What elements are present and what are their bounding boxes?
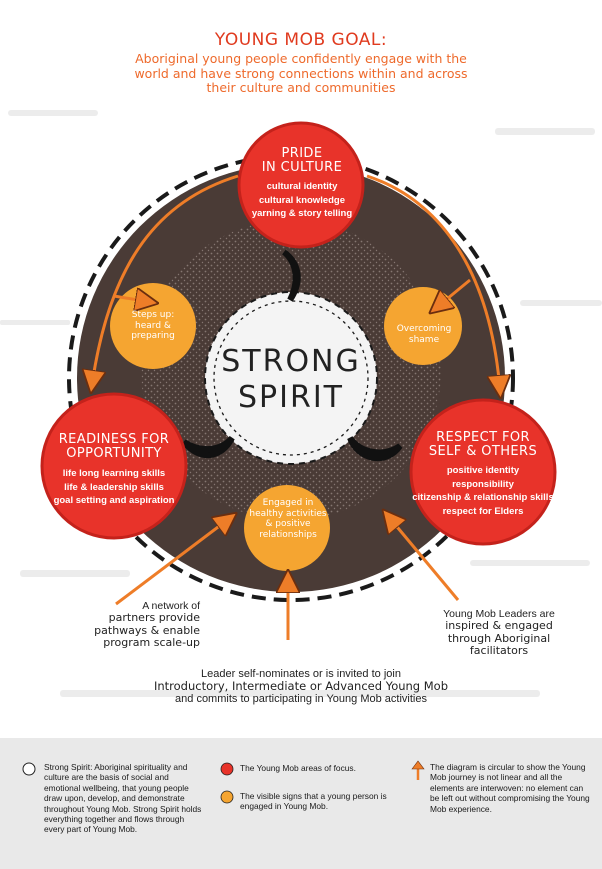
respect-item: positive identity xyxy=(446,465,520,476)
respect-item: responsibility xyxy=(452,478,514,490)
partners-note-line4: program scale-up xyxy=(103,636,200,649)
leaders-note: Young Mob Leaders are inspired & engaged… xyxy=(424,608,574,658)
pride-title1: PRIDE xyxy=(281,146,323,161)
orange-circle-legend-icon xyxy=(220,790,234,804)
legend-signs: The visible signs that a young person is… xyxy=(240,791,387,812)
pride-in-culture: PRIDE IN CULTURE cultural identity cultu… xyxy=(246,147,358,221)
arrow-partners xyxy=(115,518,230,606)
bottom-note-line1: Leader self-nominates or is invited to j… xyxy=(201,668,401,680)
pride-item: yarning & story telling xyxy=(251,208,353,219)
crescent-top xyxy=(281,249,301,302)
pride-title2: IN CULTURE xyxy=(261,160,343,175)
pride-circle xyxy=(237,121,365,249)
respect-item: respect for Elders xyxy=(442,505,524,517)
goal-subtitle: Aboriginal young people confidently enga… xyxy=(134,51,468,95)
engaged-line: relationships xyxy=(259,529,317,540)
partners-note-line1: A network of xyxy=(142,600,200,612)
engaged-line: healthy activities xyxy=(249,508,327,519)
leaders-note-line2: inspired & engaged xyxy=(445,619,553,632)
overcoming-shame-sign: Overcoming shame xyxy=(390,324,458,345)
brush-strokes xyxy=(0,110,602,697)
goal-title: YOUNG MOB GOAL: xyxy=(214,30,388,50)
red-circle-legend-icon xyxy=(220,762,234,776)
arrow-to-overcoming xyxy=(436,278,471,308)
legend-panel: Strong Spirit: Aboriginal spirituality a… xyxy=(0,738,602,869)
crescent-left xyxy=(181,435,235,459)
legend-focus: The Young Mob areas of focus. xyxy=(240,763,356,773)
engaged-line: Engaged in xyxy=(262,498,314,508)
strong-spirit-line1: STRONG xyxy=(221,344,361,379)
steps-up-line: heard & xyxy=(135,320,171,331)
engaged-circle xyxy=(244,485,330,571)
leaders-note-line3: through Aboriginal xyxy=(447,631,551,645)
respect-title1: RESPECT FOR xyxy=(436,430,530,445)
readiness-item: goal setting and aspiration xyxy=(53,495,175,506)
bottom-note-line3: and commits to participating in Young Mo… xyxy=(175,692,427,705)
readiness-title2: OPPORTUNITY xyxy=(66,446,162,461)
overcoming-line: shame xyxy=(408,334,440,345)
respect-for-self-others: RESPECT FOR SELF & OTHERS positive ident… xyxy=(408,431,558,518)
steps-up-circle xyxy=(110,283,196,369)
bottom-note: Leader self-nominates or is invited to j… xyxy=(100,668,502,705)
strong-spirit-inner-dash xyxy=(213,300,369,456)
arrows xyxy=(92,174,500,640)
partners-note-line3: pathways & enable xyxy=(94,623,200,637)
leaders-note-line4: facilitators xyxy=(469,644,529,657)
strong-spirit-line2: SPIRIT xyxy=(238,380,344,415)
respect-item: citizenship & relationship skills xyxy=(412,492,554,503)
arrow-pride-to-readiness xyxy=(92,174,239,385)
readiness-item: life & leadership skills xyxy=(64,481,164,493)
readiness-for-opportunity: READINESS FOR OPPORTUNITY life long lear… xyxy=(44,433,184,508)
pride-item: cultural knowledge xyxy=(258,194,346,206)
steps-up-line: preparing xyxy=(131,331,175,341)
readiness-title1: READINESS FOR xyxy=(58,432,170,447)
strong-spirit-circle xyxy=(204,291,378,465)
legend-circular: The diagram is circular to show the Youn… xyxy=(430,762,590,814)
arrow-to-steps-up xyxy=(113,296,150,302)
arrow-legend-icon xyxy=(411,760,425,780)
engaged-line: & positive xyxy=(265,519,311,529)
partners-note: A network of partners provide pathways &… xyxy=(50,600,200,650)
bottom-note-line2: Introductory, Intermediate or Advanced Y… xyxy=(153,679,449,693)
respect-title2: SELF & OTHERS xyxy=(428,444,538,459)
leaders-note-line1: Young Mob Leaders are xyxy=(443,608,555,620)
crescent-right xyxy=(347,436,403,462)
steps-up-line: Steps up: xyxy=(131,310,175,320)
pride-item: cultural identity xyxy=(266,181,338,192)
readiness-circle xyxy=(40,392,188,540)
white-circle-legend-icon xyxy=(22,762,36,776)
engaged-sign: Engaged in healthy activities & positive… xyxy=(246,498,330,540)
readiness-item: life long learning skills xyxy=(62,468,166,479)
overcoming-line: Overcoming xyxy=(396,324,452,334)
respect-circle xyxy=(409,398,557,546)
steps-up-sign: Steps up: heard & preparing xyxy=(116,310,190,342)
arrow-leaders xyxy=(388,516,460,601)
strong-spirit-label: STRONG SPIRIT xyxy=(201,344,381,416)
partners-note-line2: partners provide xyxy=(108,611,200,624)
legend-strong-spirit: Strong Spirit: Aboriginal spirituality a… xyxy=(44,762,202,835)
arrow-pride-to-respect xyxy=(366,174,500,390)
